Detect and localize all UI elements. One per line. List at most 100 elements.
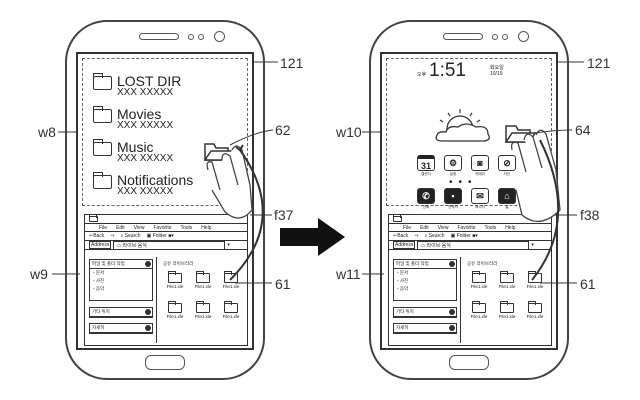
drag-arrow-f37: [229, 149, 264, 281]
task-link[interactable]: ▫ 음악: [397, 286, 409, 291]
file-item[interactable]: File1.xle: [219, 271, 243, 289]
task-label: 문서: [95, 270, 105, 275]
folder-icon: [224, 271, 238, 283]
file-item[interactable]: File1.xle: [467, 301, 491, 319]
camera-app-icon[interactable]: ◙: [471, 155, 489, 171]
address-input[interactable]: ▭ 라이브 음식: [417, 240, 530, 250]
ref-64: 64: [575, 122, 591, 138]
menu-item[interactable]: Help: [201, 224, 212, 231]
clock-time: 1:51: [429, 60, 466, 81]
file-explorer-window: File Edit View Favorite Tools Help ⇐Back ⇒ ⌕ Sea…: [388, 214, 552, 346]
search-button[interactable]: ⌕ Search: [120, 233, 141, 239]
menu-item[interactable]: Help: [505, 224, 516, 231]
file-item[interactable]: File1.xle: [495, 271, 519, 289]
file-item[interactable]: File1.xle: [219, 301, 243, 319]
menu-bar: File Edit View Favorite Tools Help: [85, 224, 247, 232]
tasks-title[interactable]: 파일 및 폴더 작업: [90, 260, 152, 269]
title-bar: [85, 215, 247, 224]
forward-button[interactable]: ⇒: [414, 233, 419, 239]
folder-icon: [168, 301, 182, 313]
address-value: 라이브 음식: [426, 242, 451, 249]
menu-item[interactable]: File: [403, 224, 412, 231]
file-item[interactable]: File1.xle: [163, 271, 187, 289]
home-dock-icon[interactable]: ⌂: [498, 188, 516, 204]
screen: 오후 1:51 화요일 10/19 31 ⚙ ◙ ⊘ 캘린더 설정 카메라 차단…: [380, 52, 558, 350]
task-link[interactable]: ▫ 사진: [93, 278, 105, 283]
file-item[interactable]: File1.xle: [191, 271, 215, 289]
details-box[interactable]: 자세히: [89, 323, 153, 334]
phone-dock-icon[interactable]: ✆: [417, 188, 435, 204]
back-button[interactable]: ⇐Back: [393, 233, 409, 239]
file-name: File1.xle: [470, 284, 488, 289]
address-dropdown[interactable]: ▾: [227, 242, 230, 248]
folder-label: Folder: [456, 233, 471, 239]
menu-item[interactable]: View: [437, 224, 449, 231]
dock-label: 연락처: [448, 205, 458, 209]
tasks-title[interactable]: 파일 및 폴더 작업: [394, 260, 456, 269]
file-item[interactable]: File1.xle: [495, 301, 519, 319]
home-button[interactable]: [145, 355, 185, 370]
folder-icon: [92, 73, 112, 90]
home-button[interactable]: [449, 355, 489, 370]
contacts-dock-icon[interactable]: ▪: [444, 188, 462, 204]
task-link[interactable]: ▫ 문서: [397, 270, 409, 275]
menu-item[interactable]: Favorite: [153, 224, 172, 231]
tasks-box: 파일 및 폴더 작업▫ 문서 ▫ 사진 ▫ 음악: [393, 259, 457, 301]
app-label: 설정: [449, 172, 457, 176]
other-places-title: 기타 위치: [90, 308, 152, 317]
back-button[interactable]: ⇐Back: [89, 233, 105, 239]
file-name: File1.xle: [498, 314, 516, 319]
menu-item[interactable]: Edit: [116, 224, 125, 231]
search-button[interactable]: ⌕ Search: [424, 233, 445, 239]
folder-icon: [92, 106, 112, 123]
sensor-dot: [188, 34, 194, 40]
folder-subtext: XXX XXXXX: [117, 186, 174, 197]
ref-w8: w8: [38, 124, 56, 140]
folder-label: Folder: [152, 233, 167, 239]
task-link[interactable]: ▫ 음악: [93, 286, 105, 291]
calendar-app-icon[interactable]: 31: [417, 155, 435, 171]
task-link[interactable]: ▫ 사진: [397, 278, 409, 283]
file-item[interactable]: File1.xle: [523, 271, 547, 289]
task-link[interactable]: ▫ 문서: [93, 270, 105, 275]
dock-label: 홈: [505, 205, 509, 209]
other-places-box[interactable]: 기타 위치: [393, 307, 457, 318]
details-title: 자세히: [90, 324, 152, 333]
menu-item[interactable]: Tools: [484, 224, 497, 231]
file-name: File1.xle: [194, 314, 212, 319]
address-label: Address: [393, 241, 416, 249]
address-input[interactable]: ▭ 라이브 음식: [113, 240, 226, 250]
weather-icon: [435, 109, 490, 142]
calendar-day: 31: [420, 161, 431, 171]
folder-icon: [92, 139, 112, 156]
address-bar: Address▭ 라이브 음식▾: [85, 240, 247, 250]
folder-button[interactable]: ▣ Folder ■▾: [450, 233, 478, 239]
folder-button[interactable]: ▣ Folder ■▾: [146, 233, 174, 239]
folder-subtext: XXX XXXXX: [117, 87, 174, 98]
search-label: Search: [428, 233, 445, 239]
file-item[interactable]: File1.xle: [467, 271, 491, 289]
settings-app-icon[interactable]: ⚙: [444, 155, 462, 171]
menu-item[interactable]: View: [133, 224, 145, 231]
menu-item[interactable]: Favorite: [457, 224, 476, 231]
other-places-box[interactable]: 기타 위치: [89, 307, 153, 318]
address-dropdown[interactable]: ▾: [531, 242, 534, 248]
mail-dock-icon[interactable]: ✉: [471, 188, 489, 204]
forward-button[interactable]: ⇒: [110, 233, 115, 239]
menu-item[interactable]: File: [99, 224, 108, 231]
menu-item[interactable]: Edit: [420, 224, 429, 231]
blocked-app-icon[interactable]: ⊘: [498, 155, 516, 171]
file-item[interactable]: File1.xle: [523, 301, 547, 319]
folder-icon: [196, 271, 210, 283]
details-box[interactable]: 자세히: [393, 323, 457, 334]
file-item[interactable]: File1.xle: [191, 301, 215, 319]
menu-item[interactable]: Tools: [180, 224, 193, 231]
file-name: File1.xle: [470, 314, 488, 319]
file-item[interactable]: File1.xle: [163, 301, 187, 319]
ref-121-left: 121: [280, 55, 304, 71]
